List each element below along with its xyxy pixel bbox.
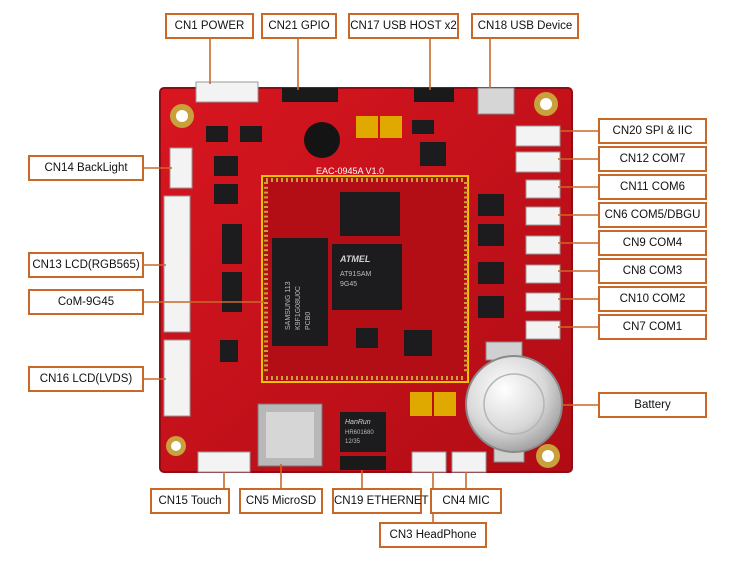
callout-cn16-lcd-lvds: CN16 LCD(LVDS) <box>28 366 144 392</box>
callout-cn20-spi-iic: CN20 SPI & IIC <box>598 118 707 144</box>
buzzer <box>304 122 340 158</box>
cpu-marking-2: 9G45 <box>340 281 357 288</box>
cn19-ethernet-transformer <box>340 412 386 452</box>
callout-cn19-ethernet: CN19 ETHERNET <box>332 488 429 514</box>
mounting-holes <box>166 92 560 468</box>
ethernet-marking-2: 12/35 <box>345 439 361 445</box>
cn1-power-connector <box>195 81 259 103</box>
callout-cn9-com4: CN9 COM4 <box>598 230 707 256</box>
cn16-lcd-lvds-connector <box>163 339 191 417</box>
right-connectors <box>515 125 561 340</box>
callout-cn21-gpio: CN21 GPIO <box>261 13 337 39</box>
callout-cn15-touch: CN15 Touch <box>150 488 230 514</box>
ddr-memory-chip <box>340 192 400 236</box>
cpu-marking-1: AT91SAM <box>340 271 372 278</box>
callout-cn11-com6: CN11 COM6 <box>598 174 707 200</box>
ethernet-brand-label: HanRun <box>345 419 371 426</box>
cn4-mic-connector <box>451 451 487 473</box>
ethernet-marking-1: HR601680 <box>345 430 374 436</box>
cn19-ethernet-header <box>340 456 386 470</box>
callout-cn6-com5-dbgu: CN6 COM5/DBGU <box>598 202 707 228</box>
nand-chip-marking-1: SAMSUNG 113 <box>285 281 292 330</box>
cn21-gpio-header <box>282 88 338 102</box>
callout-cn8-com3: CN8 COM3 <box>598 258 707 284</box>
battery-cell <box>465 355 563 453</box>
leader-lines <box>144 38 598 522</box>
nand-chip-marking-3: PCB0 <box>305 312 312 330</box>
cn15-touch-connector <box>197 451 251 473</box>
callout-cn3-headphone: CN3 HeadPhone <box>379 522 487 548</box>
cn13-lcd-rgb-connector <box>163 195 191 333</box>
callout-cn4-mic: CN4 MIC <box>430 488 502 514</box>
callout-cn18-usb-device: CN18 USB Device <box>471 13 579 39</box>
callout-cn13-lcd-rgb565: CN13 LCD(RGB565) <box>28 252 144 278</box>
callout-cn17-usb-host: CN17 USB HOST x2 <box>348 13 459 39</box>
callout-cn1-power: CN1 POWER <box>165 13 254 39</box>
cn14-backlight-connector <box>169 147 193 189</box>
callout-com-9g45: CoM-9G45 <box>28 289 144 315</box>
cn18-usb-device-port <box>477 87 515 115</box>
cpu-brand-label: ATMEL <box>339 254 370 264</box>
cn17-usb-host-header <box>414 88 454 102</box>
callout-cn10-com2: CN10 COM2 <box>598 286 707 312</box>
callout-battery: Battery <box>598 392 707 418</box>
callout-cn14-backlight: CN14 BackLight <box>28 155 144 181</box>
nand-chip-marking-2: K9F1G08U0C <box>295 286 302 330</box>
callout-cn12-com7: CN12 COM7 <box>598 146 707 172</box>
nand-flash-chip <box>272 238 328 346</box>
callout-cn5-microsd: CN5 MicroSD <box>239 488 323 514</box>
cn3-headphone-connector <box>411 451 447 473</box>
cpu-chip <box>332 244 402 310</box>
board-silkscreen: EAC-0945A V1.0 <box>316 166 384 176</box>
com-module-pads <box>264 178 468 380</box>
callout-cn7-com1: CN7 COM1 <box>598 314 707 340</box>
